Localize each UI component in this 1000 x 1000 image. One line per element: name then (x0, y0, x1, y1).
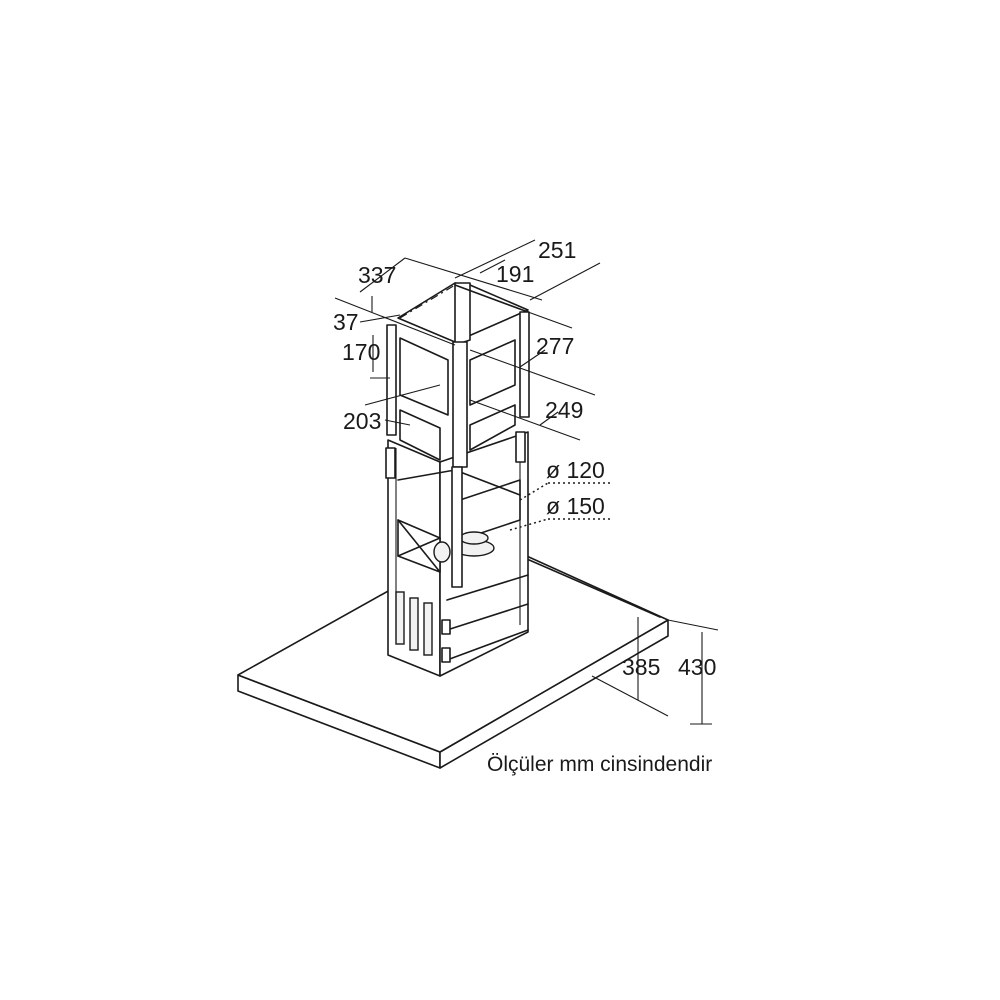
dim-430: 430 (678, 654, 716, 680)
dim-37: 37 (333, 309, 359, 335)
units-note: Ölçüler mm cinsindendir (487, 753, 712, 776)
dim-251: 251 (538, 237, 576, 263)
dimension-lines (334, 239, 719, 725)
upper-frame (385, 282, 530, 588)
dim-203: 203 (343, 408, 381, 434)
dim-duct-150: ø 150 (546, 493, 605, 519)
dim-385: 385 (622, 654, 660, 680)
dim-337: 337 (358, 262, 396, 288)
dim-277: 277 (536, 333, 574, 359)
dim-170: 170 (342, 339, 380, 365)
dim-duct-120: ø 120 (546, 457, 605, 483)
dim-249: 249 (545, 397, 583, 423)
dim-191: 191 (496, 261, 534, 287)
